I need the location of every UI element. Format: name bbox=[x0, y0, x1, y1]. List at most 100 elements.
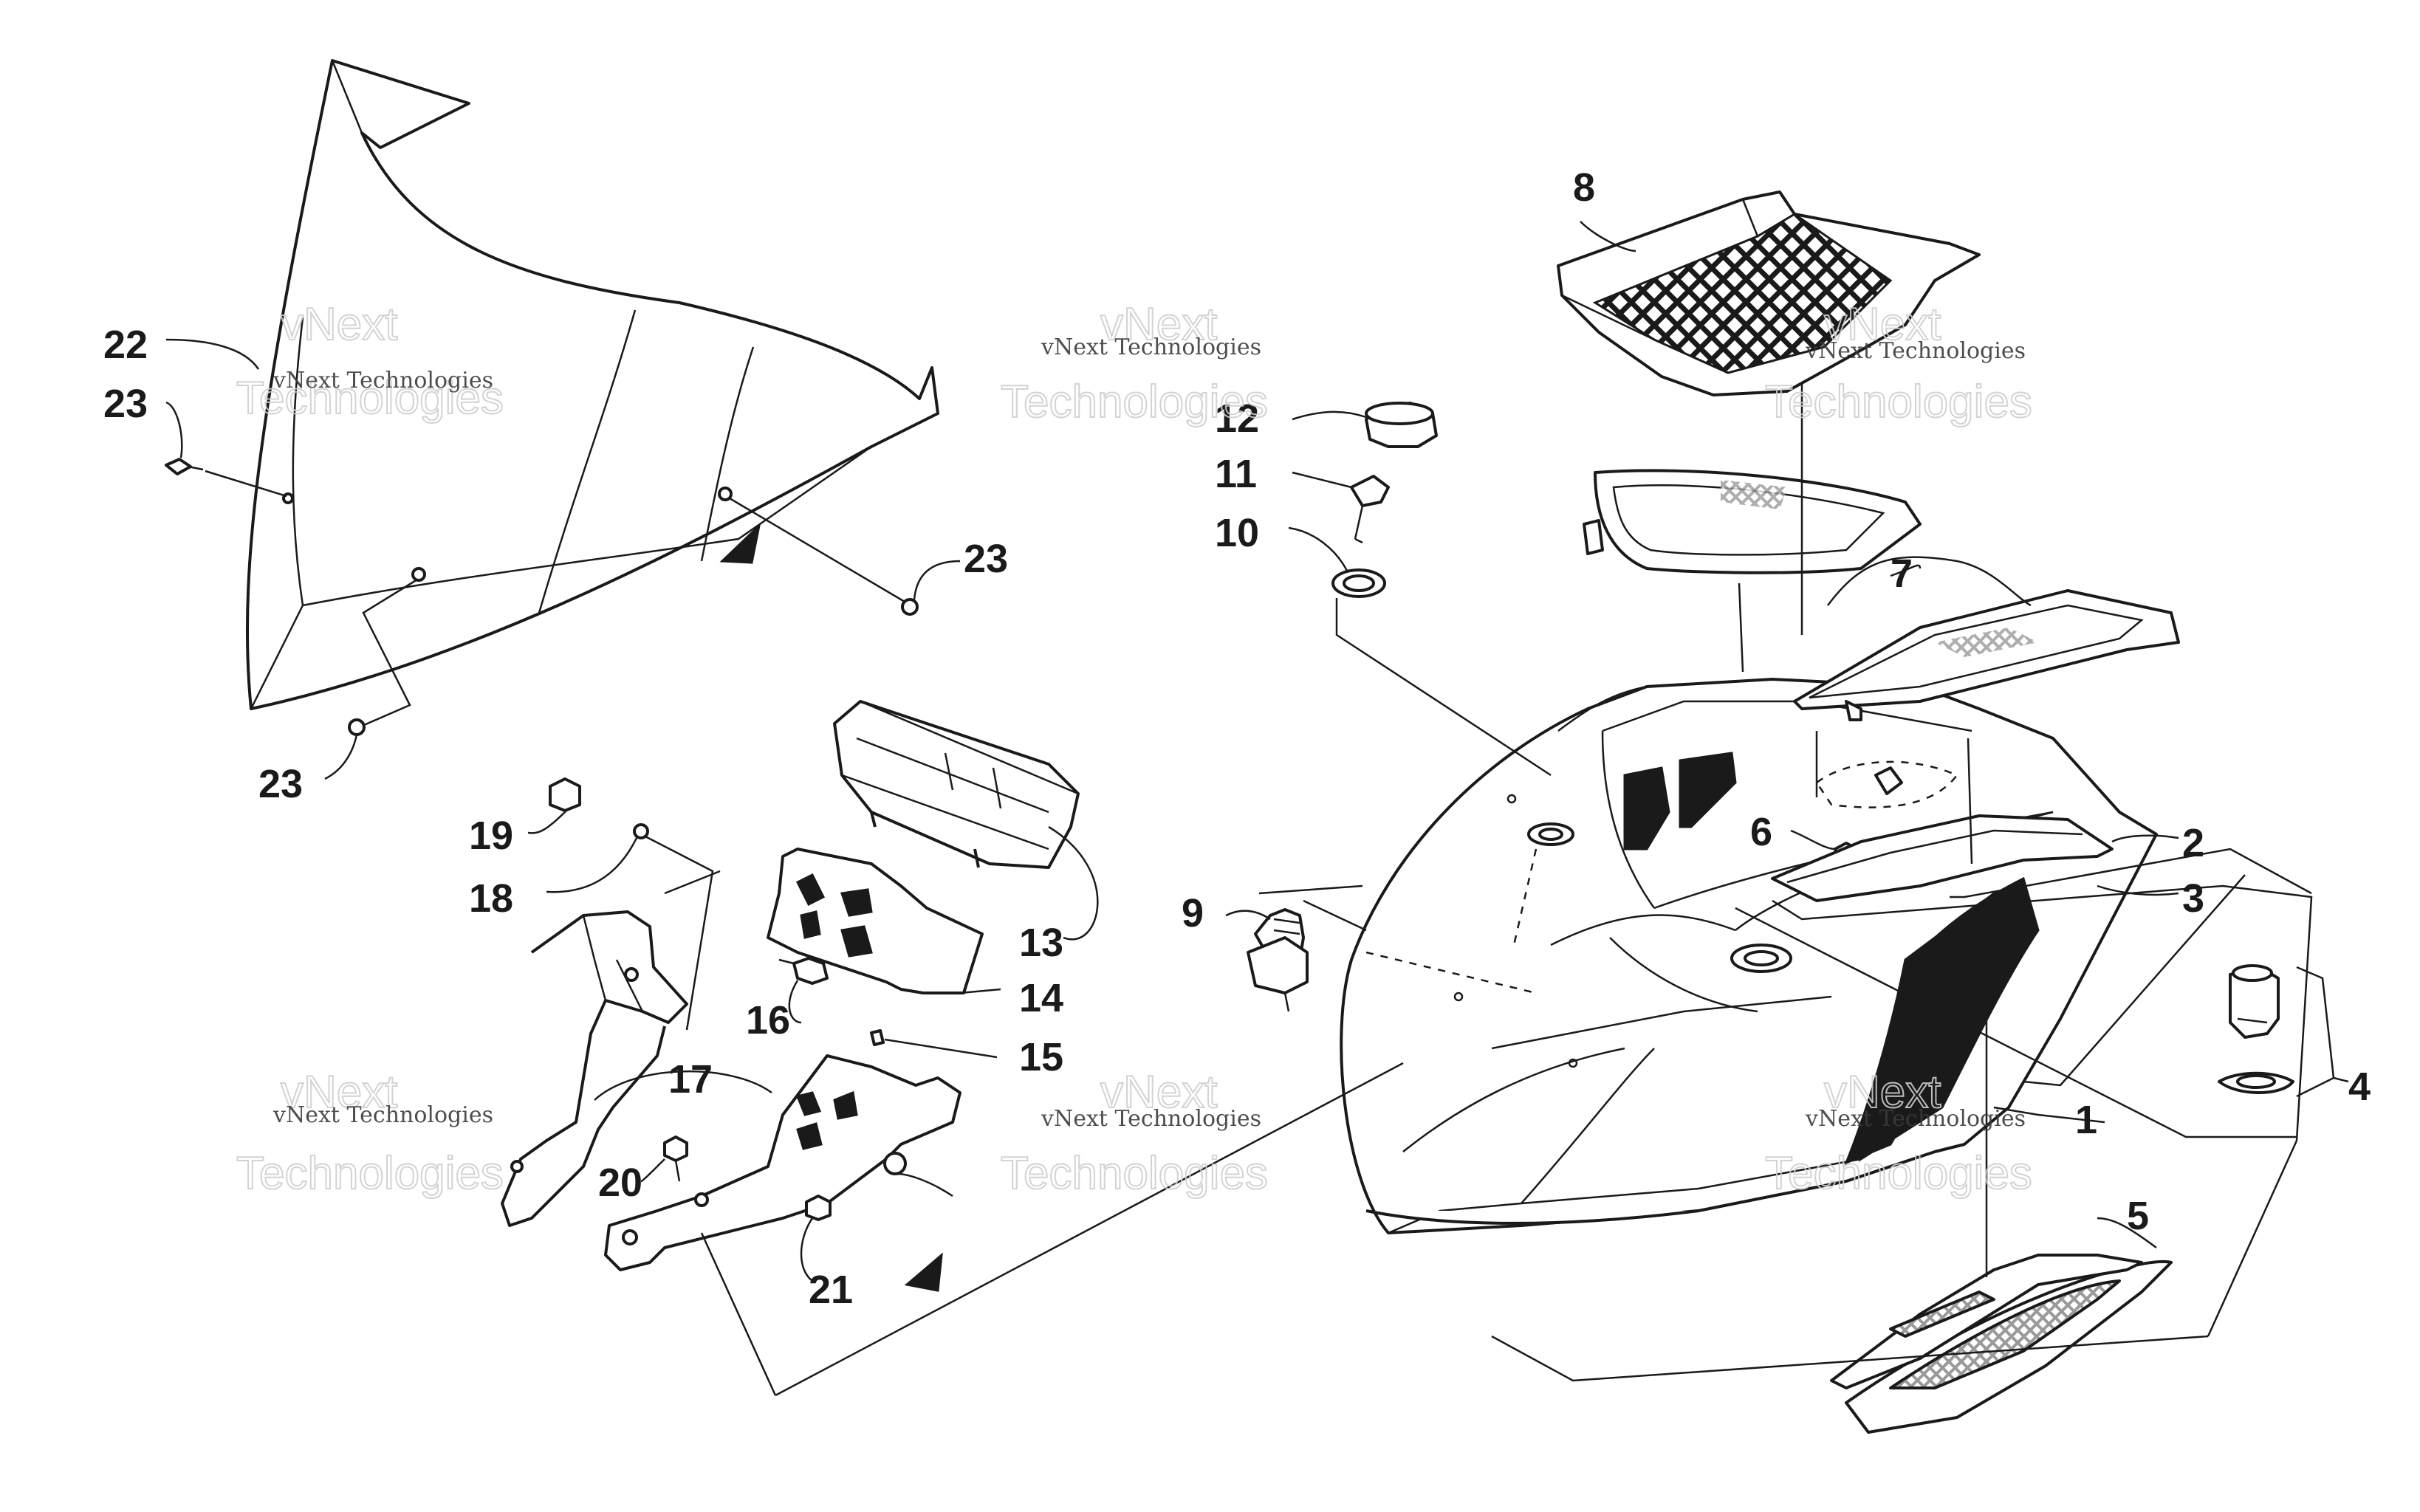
hood-body bbox=[1340, 678, 2158, 1234]
leader-hood-bracket bbox=[775, 1062, 1404, 1397]
svg-text:vNext Technologies: vNext Technologies bbox=[1041, 1106, 1261, 1132]
leader-9b bbox=[1258, 884, 1363, 895]
leader-22 bbox=[165, 338, 260, 370]
callout-23-bottom: 23 bbox=[258, 762, 303, 806]
callout-15: 15 bbox=[1019, 1035, 1063, 1079]
support-bracket-right bbox=[604, 1054, 962, 1292]
svg-text:Technologies: Technologies bbox=[1765, 377, 2032, 427]
screw-20 bbox=[640, 1135, 688, 1183]
svg-text:Technologies: Technologies bbox=[236, 1148, 504, 1199]
callout-1: 1 bbox=[2075, 1098, 2097, 1142]
svg-text:vNext Technologies: vNext Technologies bbox=[272, 368, 493, 394]
svg-text:Technologies: Technologies bbox=[1765, 1148, 2032, 1199]
leader-7-tip bbox=[1890, 564, 1922, 577]
key-11 bbox=[1292, 471, 1390, 544]
windshield bbox=[245, 59, 939, 710]
windshield-screw-left bbox=[165, 458, 287, 498]
leader-18b bbox=[664, 870, 721, 895]
switch-9 bbox=[1225, 908, 1309, 1012]
svg-text:vNext Technologies: vNext Technologies bbox=[272, 1102, 493, 1128]
callout-12: 12 bbox=[1215, 396, 1259, 441]
callout-11: 11 bbox=[1215, 452, 1257, 496]
leader-23-left bbox=[165, 401, 183, 458]
leader-23-bottom bbox=[324, 734, 358, 780]
leader-bracket-right-tab bbox=[897, 1172, 953, 1197]
callout-9: 9 bbox=[1182, 891, 1204, 935]
callout-8: 8 bbox=[1573, 165, 1595, 210]
watermark-5: vNext Technologies vNext Technologies bbox=[1000, 1066, 1269, 1200]
watermark-4: vNext Technologies vNext Technologies bbox=[236, 1066, 504, 1200]
grommet-19 bbox=[527, 777, 581, 834]
svg-text:vNext: vNext bbox=[281, 299, 397, 350]
leader-7 bbox=[1827, 556, 2032, 607]
mesh-grille bbox=[1557, 190, 1981, 396]
svg-text:vNext: vNext bbox=[1100, 1067, 1217, 1118]
watermark-1: vNext Technologies vNext Technologies bbox=[236, 298, 504, 425]
windshield-screw-right bbox=[729, 497, 919, 616]
side-panel-right bbox=[1793, 589, 2180, 721]
svg-text:vNext Technologies: vNext Technologies bbox=[1041, 334, 1261, 360]
callout-23-left: 23 bbox=[103, 382, 148, 426]
callout-6: 6 bbox=[1750, 810, 1772, 854]
watermark-3: vNext Technologies vNext Technologies bbox=[1764, 298, 2033, 428]
leader-3 bbox=[1735, 907, 2297, 1138]
leader-17 bbox=[594, 1070, 772, 1101]
leader-2 bbox=[1772, 884, 2313, 1141]
callout-22: 22 bbox=[103, 323, 148, 367]
svg-text:vNext Technologies: vNext Technologies bbox=[1805, 338, 2026, 364]
leader-23-right bbox=[913, 560, 961, 600]
leader-bracket-base bbox=[700, 1232, 777, 1396]
svg-text:Technologies: Technologies bbox=[1001, 377, 1268, 427]
nut-21 bbox=[800, 1195, 832, 1282]
leader-1 bbox=[1993, 1106, 2105, 1124]
instrument-gauge bbox=[833, 700, 1099, 941]
callout-5: 5 bbox=[2127, 1194, 2149, 1238]
callout-13: 13 bbox=[1019, 921, 1063, 965]
callout-23-right: 23 bbox=[964, 537, 1008, 581]
callout-20: 20 bbox=[598, 1161, 642, 1205]
support-bracket-left bbox=[501, 910, 688, 1227]
dark-stripe-decal bbox=[1844, 892, 2029, 1165]
leader-2c bbox=[2023, 874, 2246, 1087]
watermark-group: vNext Technologies vNext Technologies vN… bbox=[236, 298, 2033, 1200]
leader-4 bbox=[2207, 1140, 2298, 1337]
svg-text:vNext: vNext bbox=[1100, 299, 1217, 350]
inner-tray-dashed bbox=[1815, 760, 1958, 808]
watermark-6: vNext Technologies vNext Technologies bbox=[1764, 1066, 2033, 1200]
svg-text:vNext Technologies: vNext Technologies bbox=[1805, 1106, 2026, 1132]
leader-2b bbox=[1950, 848, 2312, 898]
callout-19: 19 bbox=[469, 814, 513, 858]
callout-16: 16 bbox=[746, 998, 790, 1042]
leader-9 bbox=[1303, 899, 1367, 932]
bolt-16 bbox=[778, 957, 829, 1024]
svg-text:Technologies: Technologies bbox=[1001, 1148, 1268, 1199]
leader-7a bbox=[1738, 583, 1744, 673]
socket-4 bbox=[2218, 964, 2349, 1098]
callout-labels: 1 2 3 4 5 6 7 8 9 10 11 12 13 14 15 16 1… bbox=[103, 165, 2371, 1312]
ignition-cap-12 bbox=[1292, 402, 1438, 448]
callout-10: 10 bbox=[1215, 511, 1259, 555]
watermark-2: vNext Technologies vNext Technologies bbox=[1000, 298, 1269, 428]
callout-18: 18 bbox=[469, 876, 513, 921]
leader-10 bbox=[1335, 598, 1552, 777]
callout-21: 21 bbox=[809, 1268, 853, 1312]
callout-7: 7 bbox=[1891, 551, 1913, 596]
svg-text:Technologies: Technologies bbox=[236, 373, 504, 424]
callout-14: 14 bbox=[1019, 976, 1063, 1020]
gauge-mount-bracket bbox=[767, 848, 1001, 994]
clip-pin bbox=[870, 1029, 998, 1059]
svg-text:vNext: vNext bbox=[281, 1067, 397, 1118]
mesh-pad-5 bbox=[1830, 1217, 2173, 1434]
leader-7b bbox=[1967, 738, 1973, 865]
bezel-10 bbox=[1288, 526, 1386, 598]
callout-2: 2 bbox=[2182, 821, 2204, 865]
svg-text:vNext: vNext bbox=[1824, 299, 1941, 350]
callout-3: 3 bbox=[2182, 876, 2204, 921]
washer-18 bbox=[546, 823, 714, 1031]
windshield-screw-bottom bbox=[348, 578, 418, 736]
callout-4: 4 bbox=[2348, 1065, 2371, 1109]
leader-outline bbox=[1491, 1335, 2209, 1382]
svg-text:vNext: vNext bbox=[1824, 1067, 1941, 1118]
callout-17: 17 bbox=[668, 1057, 713, 1102]
